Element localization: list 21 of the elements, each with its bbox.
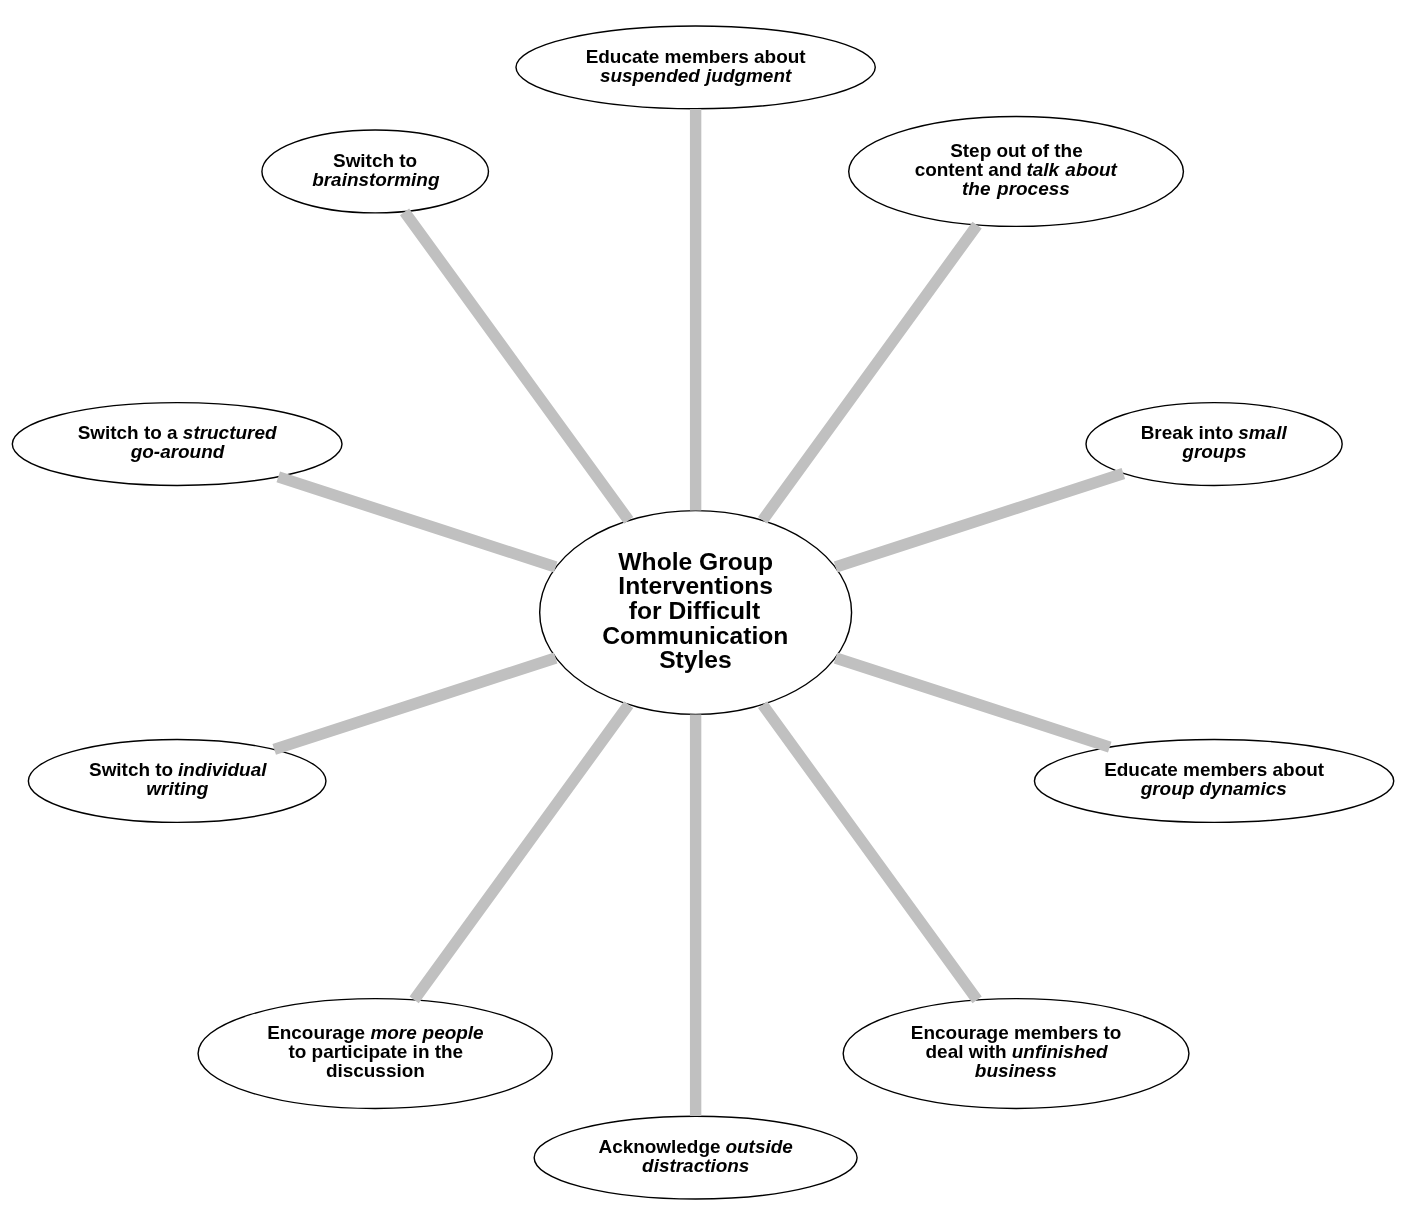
node-ellipse: Step out of the content and talk about the process	[848, 115, 1185, 227]
node-ellipse: Educate members about suspended judgment	[515, 24, 876, 109]
node-ellipse: Encourage more people to participate in the discussion	[197, 997, 554, 1109]
connector	[409, 700, 634, 1003]
connector	[399, 208, 634, 524]
node-ellipse: Educate members about group dynamics	[1033, 738, 1395, 823]
connector	[758, 700, 982, 1003]
connector	[689, 713, 702, 1116]
connector	[276, 470, 558, 572]
node-ellipse: Switch to a structured go-around	[11, 401, 343, 486]
node-ellipse: Switch to individual writing	[27, 738, 327, 823]
connector	[689, 108, 702, 511]
node-ellipse: Switch to brainstorming	[261, 128, 490, 214]
node-ellipse: Break into small groups	[1085, 401, 1343, 486]
connector	[833, 467, 1126, 572]
connector	[272, 652, 558, 755]
connector	[758, 221, 982, 524]
node-ellipse: Encourage members to deal with unfinished business	[842, 997, 1190, 1109]
node-ellipse: Acknowledge outside distractions	[533, 1115, 858, 1200]
connector	[833, 652, 1112, 752]
node-ellipse: Whole Group Interventions for Difficult Communication Styles	[538, 509, 853, 715]
